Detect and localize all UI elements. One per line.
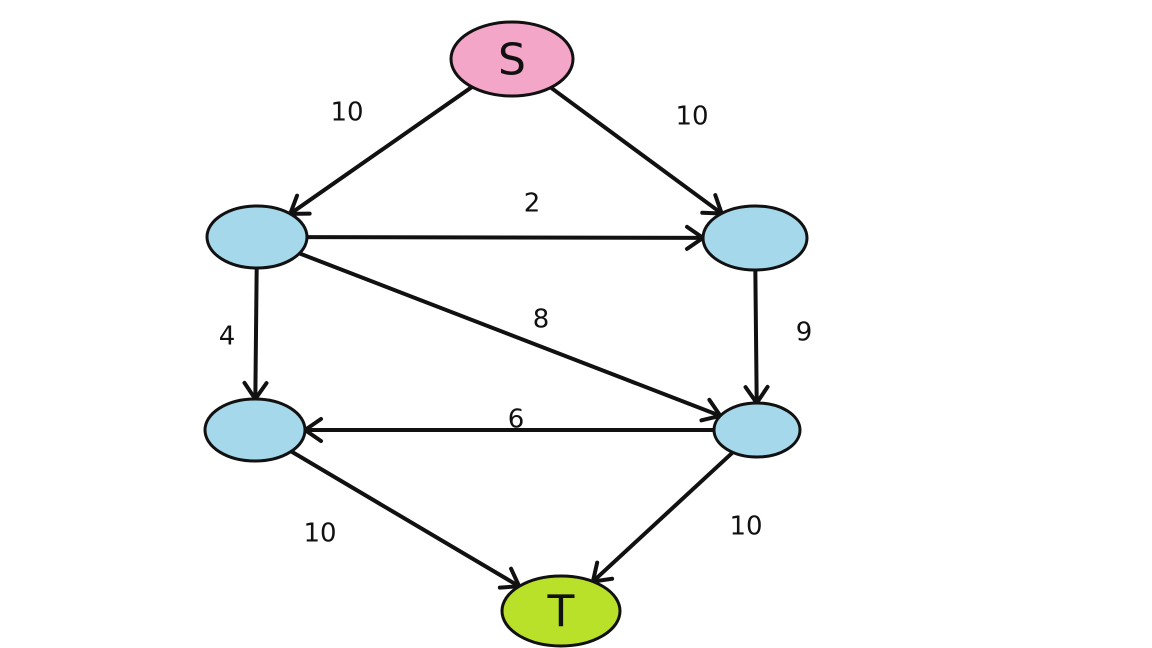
node-b <box>701 204 809 272</box>
edge-a-c <box>242 265 269 402</box>
nodes-layer: ST <box>203 20 809 648</box>
edge-line-a-c <box>253 265 259 402</box>
edges-layer <box>242 84 770 590</box>
edge-capacity-c-t: 10 <box>303 519 336 549</box>
edge-a-b <box>304 224 706 251</box>
node-shape-a <box>205 204 309 270</box>
edge-line-c-t <box>289 449 522 589</box>
edge-d-t <box>590 450 735 584</box>
node-shape-s <box>449 20 575 98</box>
edge-line-a-b <box>304 235 706 240</box>
node-a <box>205 204 309 270</box>
node-shape-c <box>203 397 307 463</box>
node-t: T <box>500 574 622 648</box>
edge-line-s-a <box>288 84 474 216</box>
edge-capacity-a-d: 8 <box>533 305 550 335</box>
node-s: S <box>449 20 575 98</box>
edge-a-d <box>297 251 723 423</box>
node-label-t: T <box>547 587 575 638</box>
node-shape-t <box>500 574 622 648</box>
edge-line-b-d <box>753 267 759 406</box>
edge-line-a-d <box>297 251 723 418</box>
edge-line-d-t <box>590 450 735 584</box>
edge-capacity-a-c: 4 <box>219 322 236 352</box>
edge-capacity-b-d: 9 <box>796 318 813 348</box>
node-shape-b <box>701 204 809 272</box>
edge-capacity-a-b: 2 <box>524 189 541 219</box>
edge-b-d <box>743 267 770 406</box>
edge-capacity-s-b: 10 <box>675 102 708 132</box>
edge-capacity-d-t: 10 <box>729 512 762 542</box>
edge-labels-layer: 10 10 2 4 8 9 6 10 10 <box>219 98 813 549</box>
edge-capacity-s-a: 10 <box>330 98 363 128</box>
node-c <box>203 397 307 463</box>
node-label-s: S <box>498 35 526 86</box>
edge-capacity-d-c: 6 <box>508 405 525 435</box>
edge-s-a <box>288 84 474 216</box>
node-shape-d <box>712 401 802 459</box>
node-d <box>712 401 802 459</box>
edge-line-s-b <box>548 85 724 216</box>
